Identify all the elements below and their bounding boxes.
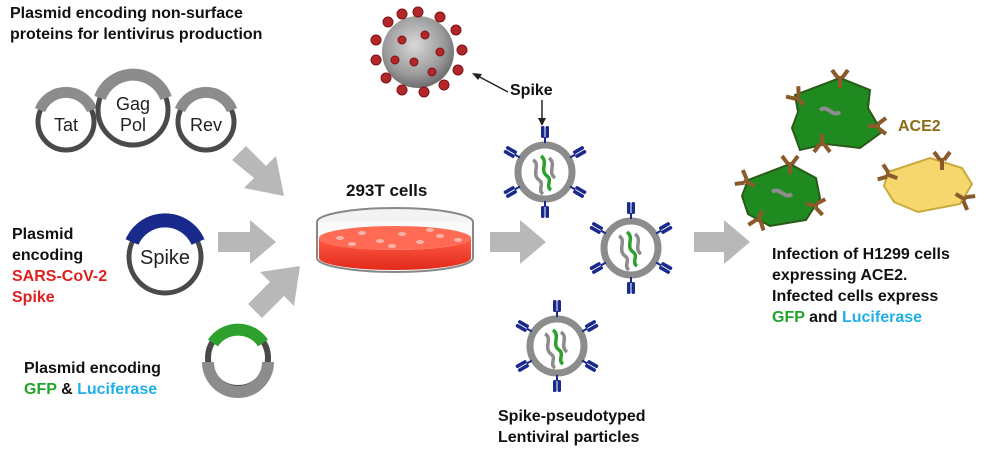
gagpol-plasmid: Gag Pol: [94, 68, 172, 148]
reporter-desc-line-1: Plasmid encoding: [24, 360, 161, 377]
infection-line-4: GFP and Luciferase: [772, 307, 950, 328]
spike-callout-arrowhead: [472, 73, 482, 80]
lentiviral-particle-3: [515, 300, 599, 392]
reporter-plasmid-description: Plasmid encoding GFP & Luciferase: [24, 358, 161, 400]
arrow-to-dish-top: [232, 146, 284, 196]
infected-cell-left: [732, 154, 828, 233]
cells-label: 293T cells: [346, 181, 428, 200]
particles-line-1: Spike-pseudotyped: [498, 408, 646, 425]
non-surface-plasmids-label: Plasmid encoding non-surface proteins fo…: [10, 5, 263, 43]
spike-plasmid-description: Plasmid encoding SARS-CoV-2 Spike: [12, 224, 107, 308]
uninfected-cell: [875, 150, 978, 214]
arrow-to-infection: [694, 220, 750, 264]
tat-label: Tat: [54, 115, 78, 135]
infection-line-3: Infected cells express: [772, 288, 939, 305]
pol-label: Pol: [120, 115, 146, 135]
arrow-to-dish-middle: [218, 220, 276, 264]
arrow-to-particles: [490, 220, 546, 264]
particles-line-2: Lentiviral particles: [498, 429, 640, 446]
infection-description: Infection of H1299 cells expressing ACE2…: [772, 244, 950, 328]
reporter-desc-line-2: GFP & Luciferase: [24, 379, 161, 400]
lentiviral-particle-1: [503, 126, 587, 218]
reporter-plasmid: [202, 323, 274, 398]
luciferase-text: Luciferase: [77, 381, 158, 398]
infection-luciferase-text: Luciferase: [841, 309, 923, 326]
rev-plasmid: Rev: [174, 86, 238, 153]
infection-line-2: expressing ACE2.: [772, 267, 908, 284]
coronavirus-illustration: [370, 6, 468, 98]
arrow-to-dish-bottom: [248, 266, 300, 318]
infected-cell-top: [784, 68, 888, 154]
lentiviral-particle-2: [589, 202, 673, 294]
ace2-label: ACE2: [898, 118, 941, 135]
spike-pointer-arrowhead: [538, 118, 546, 126]
infection-gfp-text: GFP: [772, 309, 805, 326]
spike-desc-line-2: encoding: [12, 247, 84, 264]
gfp-text: GFP: [24, 381, 57, 398]
spike-desc-line-3: SARS-CoV-2: [12, 268, 108, 285]
gag-label: Gag: [116, 94, 150, 114]
spike-callout-label: Spike: [510, 82, 553, 99]
spike-desc-line-1: Plasmid: [12, 226, 74, 243]
spike-desc-line-4: Spike: [12, 289, 55, 306]
spike-plasmid-label: Spike: [140, 247, 190, 269]
tat-plasmid: Tat: [34, 86, 98, 153]
infection-line-1: Infection of H1299 cells: [772, 246, 950, 263]
particles-description: Spike-pseudotyped Lentiviral particles: [498, 406, 646, 448]
petri-dish: [316, 207, 474, 273]
ampersand-text: &: [61, 381, 73, 398]
infection-and-text: and: [809, 309, 838, 326]
rev-label: Rev: [190, 115, 222, 135]
spike-plasmid: Spike: [125, 213, 205, 296]
